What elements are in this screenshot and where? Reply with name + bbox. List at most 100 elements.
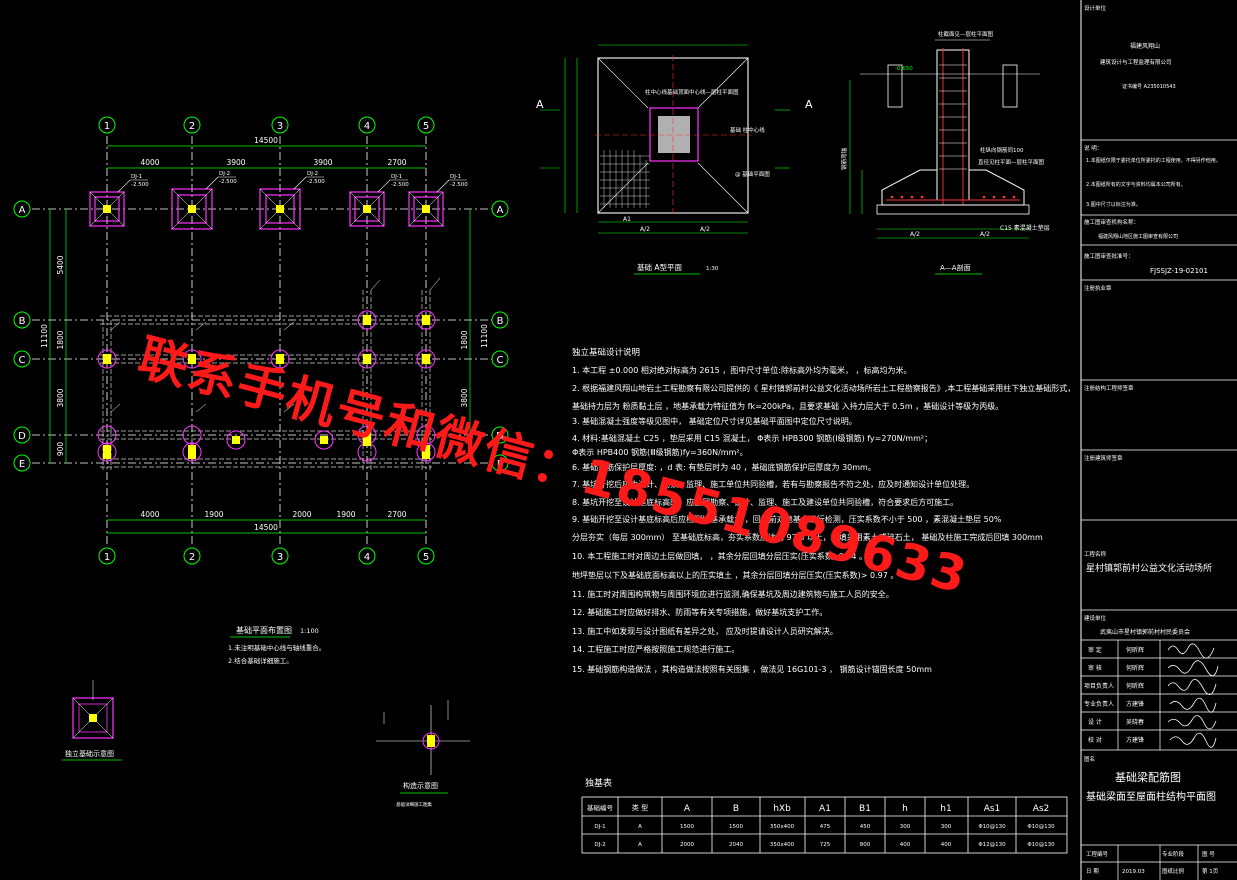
note-15: 15. 基础钢筋构造做法 ，其构造做法按照有关图集 ，做法见 16G101-3 … <box>572 664 932 674</box>
table-cell: 400 <box>900 842 911 848</box>
tb-sign-name-5: 吴晓春 <box>1126 718 1144 726</box>
note-4: 4. 材料:基础混凝土 C25 ，垫层采用 C15 混凝土， Φ表示 HPB30… <box>572 433 932 443</box>
note-9: 9. 基础开挖至设计基底标高后应检测地基承载力 ，回填前对地基土进行检测，压实系… <box>572 514 1002 524</box>
tb-notes-label: 说 明： <box>1084 144 1102 152</box>
tb-note-3: 3.图中尺寸以标注为准。 <box>1086 201 1141 208</box>
detail-a-title: 基础 A型平面 <box>637 262 683 272</box>
tb-design-unit-label: 设计单位 <box>1084 4 1107 12</box>
dim-top-2: 3900 <box>226 158 245 167</box>
detail-a1: A1 <box>623 216 631 223</box>
note-4b: Φ表示 HPB400 钢筋(Ⅲ级钢筋)fy=360N/mm²。 <box>572 447 748 457</box>
title-block: 设计单位 福建风翔山 建筑设计与工程监理有限公司 证书编号 A235010543… <box>1080 0 1237 880</box>
axis-top-1: 1 <box>104 121 110 132</box>
table-cell: A <box>638 824 642 830</box>
axis-right-C: C <box>497 355 504 366</box>
footing-label-5: DJ-1 <box>450 174 461 180</box>
footing-a-plan-detail: A A A1 A/2 A/2 柱中心线基础顶面中心线—层柱平面图 基础 柱中心线… <box>536 44 813 275</box>
table-cell: 450 <box>860 824 871 830</box>
tb-design-unit-2: 建筑设计与工程监理有限公司 <box>1100 58 1172 66</box>
footing-label-4: DJ-1 <box>391 174 402 180</box>
tb-footer-11: 第 1页 <box>1202 867 1219 875</box>
section-mark-right: A <box>805 98 813 111</box>
dim-bot-3: 2000 <box>292 510 311 519</box>
th-as1: As1 <box>984 804 1001 814</box>
tb-client: 武夷山市星村镇郭前村村民委员会 <box>1100 628 1190 636</box>
pier-detail: 构造示意图 基础详细施工图集 <box>376 700 470 808</box>
note-1: 1. 本工程 ±0.000 相对绝对标高为 2615 ，图中尺寸单位:除标高外均… <box>572 365 912 375</box>
tb-client-label: 建设单位 <box>1084 614 1107 622</box>
dim-side-4: 900 <box>56 442 65 457</box>
tb-sign-name-2: 何昕辉 <box>1126 664 1144 672</box>
note-8: 8. 基坑开挖至设计基底标高时，应会同勘察、设计、监理、施工及建设单位共同验槽，… <box>572 497 958 507</box>
section-label-top: 柱截面见—层柱平面图 <box>938 30 994 38</box>
table-cell: Φ10@130 <box>1027 824 1055 830</box>
tb-design-unit: 福建风翔山 <box>1130 42 1160 50</box>
section-mark-left: A <box>536 98 544 111</box>
note-6: 6. 基础钢筋保护层厚度: ，d 表: 有垫层时为 40 ，基础底钢筋保护层厚度… <box>572 462 876 472</box>
note-7: 7. 基坑开挖后应由设计、勘察、监理、施工单位共同验槽，若有与勘察报告不符之处，… <box>572 479 974 489</box>
detail-callout-1: 柱中心线基础顶面中心线—层柱平面图 <box>645 88 739 96</box>
note-9b: 分层夯实（每层 300mm） 至基础底标高，夯实系数应达到 97% 以上，回填采… <box>572 532 1043 542</box>
note-14: 14. 工程施工时应严格按照施工规范进行施工。 <box>572 644 739 654</box>
tb-review-org: 福建风翔山地区施工图审查有限公司 <box>1098 233 1178 240</box>
axis-top-3: 3 <box>277 121 283 132</box>
table-cell: Φ12@130 <box>978 842 1006 848</box>
th-code: 基础编号 <box>587 803 614 812</box>
axis-right-A: A <box>497 205 504 216</box>
note-2: 2. 根据福建风翔山地岩土工程勘察有限公司提供的《 星村镇郭前村公益文化活动场所… <box>572 383 1075 393</box>
th-b: B <box>733 804 739 814</box>
section-foot-left: A/2 <box>910 231 920 238</box>
section-note-2: 直径见柱平面—层柱平面图 <box>978 158 1045 166</box>
table-cell: 2000 <box>680 842 694 848</box>
dim-bot-4: 1900 <box>336 510 355 519</box>
table-cell: 350x400 <box>770 842 795 848</box>
axis-bottom-1: 1 <box>104 552 110 563</box>
dim-side-total-right: 11100 <box>480 324 489 348</box>
section-a-a: 柱截面见—层柱平面图 -0.650 柱纵向钢筋同100 直径见柱平面—层柱平面图… <box>840 30 1050 275</box>
th-a: A <box>684 804 691 814</box>
dim-side-right-2: 1800 <box>460 330 469 349</box>
table-cell: 300 <box>941 824 952 830</box>
table-cell: 1500 <box>729 824 743 830</box>
plan-scale: 1:100 <box>300 627 319 635</box>
design-notes: 独立基础设计说明 1. 本工程 ±0.000 相对绝对标高为 2615 ，图中尺… <box>572 347 1075 674</box>
tb-stamp-2: 注册结构工程师签章 <box>1084 384 1134 392</box>
piers <box>97 277 441 462</box>
dim-side-1: 5400 <box>56 255 65 274</box>
detail-a2-left: A/2 <box>640 226 650 233</box>
section-title: A—A剖面 <box>940 263 971 272</box>
notes-heading: 独立基础设计说明 <box>572 347 640 358</box>
footings-row-a: DJ-1 -2.500 DJ-2 -2.500 DJ-2 -2.500 DJ-1… <box>89 171 468 230</box>
axis-top-2: 2 <box>189 121 195 132</box>
detail-callout-2: 基础 柱中心线 <box>730 126 765 134</box>
pier-detail-title: 构造示意图 <box>403 781 438 790</box>
dim-total-top: 14500 <box>254 136 278 145</box>
footing-elev-3: -2.500 <box>307 179 325 185</box>
footing-label-2: DJ-2 <box>219 171 230 177</box>
table-cell: 350x400 <box>770 824 795 830</box>
axis-right-E: E <box>497 459 503 470</box>
plan-title: 基础平面布置图 <box>236 625 292 635</box>
axis-top-4: 4 <box>364 121 370 132</box>
tb-cert-label: 施工图审查批准号： <box>1084 252 1134 260</box>
tb-stamp-3: 注册建筑师签章 <box>1084 454 1123 462</box>
axis-left-D: D <box>18 431 26 442</box>
table-cell: 800 <box>860 842 871 848</box>
tb-stamp-1: 注册执业章 <box>1084 284 1112 292</box>
dim-total-bottom: 14500 <box>254 523 278 532</box>
tb-drawing-title-2: 基础梁面至屋面柱结构平面图 <box>1086 790 1216 803</box>
tb-drawing-title-1: 基础梁配筋图 <box>1115 770 1181 784</box>
single-footing-detail: 独立基础示意图 <box>62 680 122 761</box>
tb-sign-role-2: 审 核 <box>1088 664 1102 672</box>
axis-top-5: 5 <box>423 121 429 132</box>
th-h1: h1 <box>940 804 951 814</box>
plan-note-2: 2.结合基础详细施工。 <box>228 656 293 665</box>
table-cell: Φ10@130 <box>1027 842 1055 848</box>
axis-left-A: A <box>19 205 26 216</box>
tb-drawing-label: 图名 <box>1084 755 1095 763</box>
section-elev: -0.650 <box>895 66 913 72</box>
footing-elev-1: -2.500 <box>131 182 149 188</box>
footing-label-3: DJ-2 <box>307 171 318 177</box>
foundation-plan: 1 2 3 4 5 1 2 3 4 5 A B C D E A B C D E <box>13 116 509 665</box>
